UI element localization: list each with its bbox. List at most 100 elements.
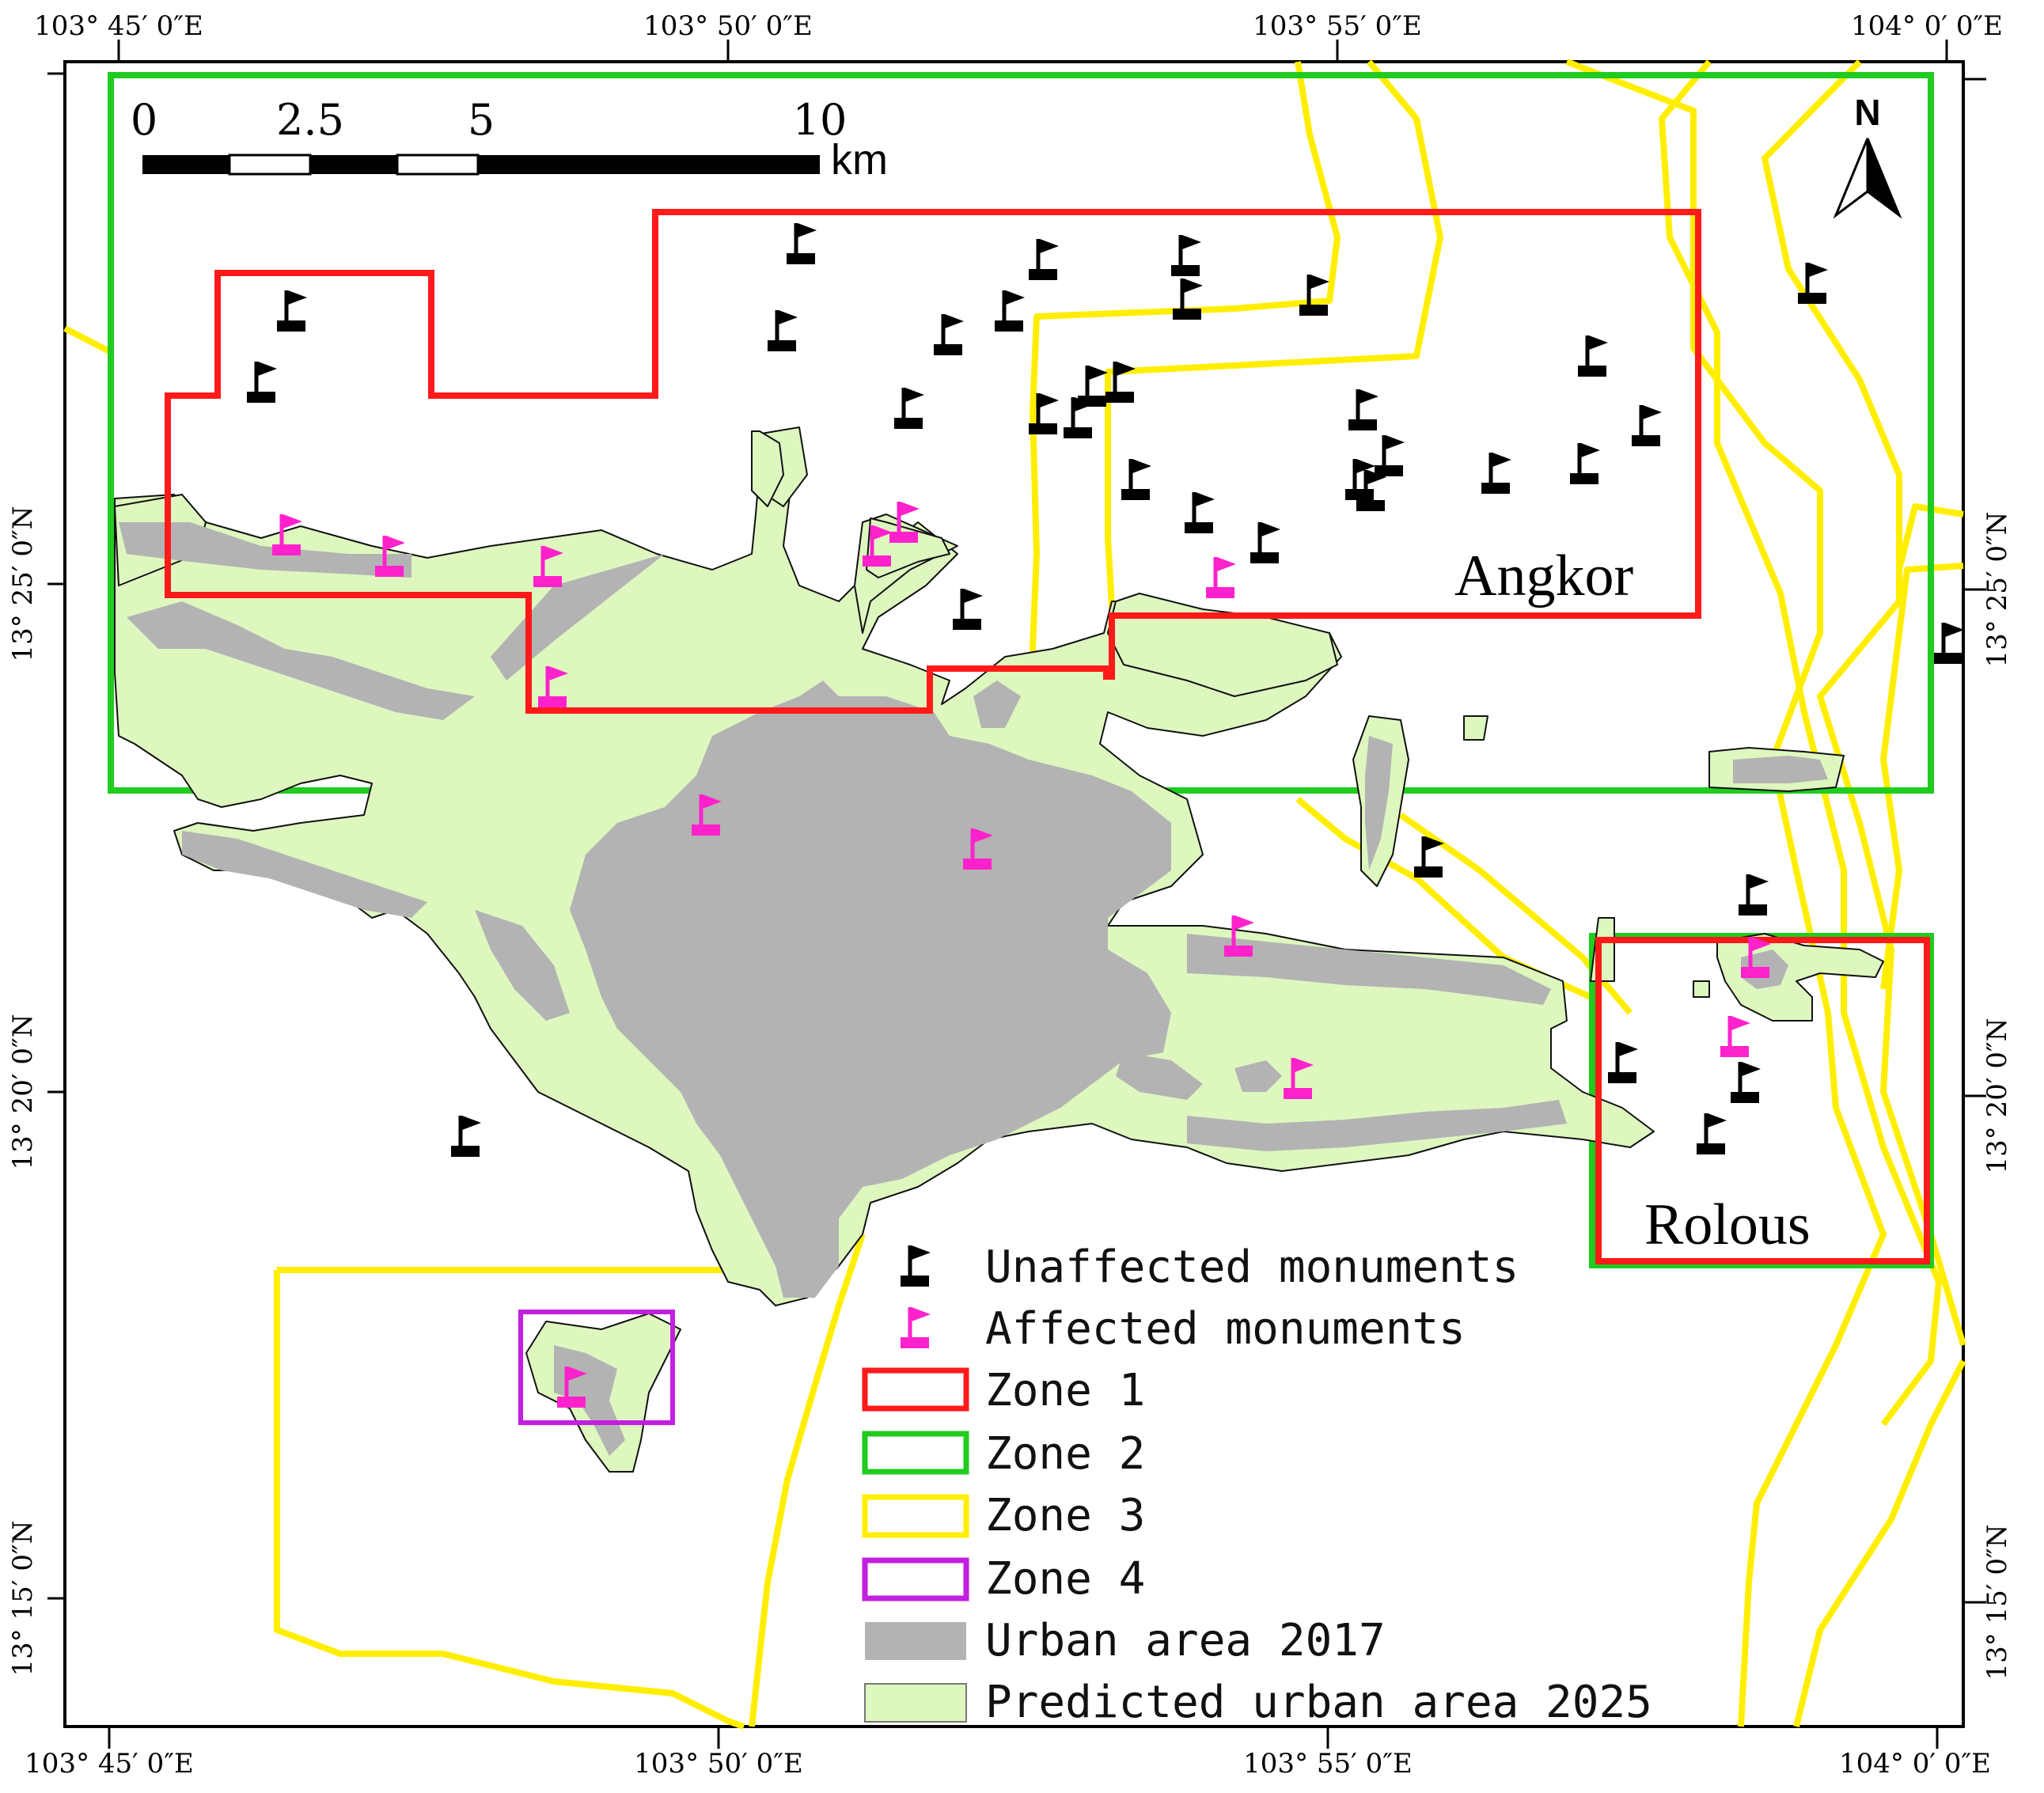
affected-monument-flag-icon [375,536,405,577]
unaffected-monument-flag-icon [995,290,1025,332]
urban-2025-patch [1107,593,1338,697]
zone3-line [274,1270,745,1730]
zone4-rect [518,1310,675,1425]
urban-2017-patch [182,831,427,918]
top-tick-label: 103° 55′ 0″E [1253,10,1422,42]
unaffected-monument-flag-icon [1375,435,1405,476]
urban-2025-patch [1693,980,1710,998]
legend-symbol-affected-flag-icon [901,1307,931,1348]
unaffected-monument-flag-icon [1250,522,1280,563]
unaffected-monument-flag-icon [1121,459,1151,500]
unaffected-monument-flag-icon [1739,874,1769,915]
legend-label: Predicted urban area 2025 [985,1677,1652,1728]
bottom-tick-labels: 103° 45′ 0″E 103° 50′ 0″E 103° 55′ 0″E 1… [25,1748,1991,1780]
scale-bar: 0 2.5 5 10 km [131,95,888,184]
urban-2017-patch [119,522,411,578]
scale-bar-segment [310,155,397,174]
unaffected-monument-flag-icon [277,290,307,332]
affected-monument-flag-icon [1720,1016,1750,1057]
left-tick-labels: 13° 25′ 0″N 13° 20′ 0″N 13° 15′ 0″N [7,506,39,1677]
zone4-boundary [518,1310,675,1425]
zone3-line [1880,563,1964,990]
scale-label: 2.5 [276,95,344,145]
urban-2017-patch [1733,756,1828,783]
zone3-line [63,325,112,355]
right-tick-label: 13° 25′ 0″N [1981,512,2013,668]
urban-2017-patch [127,601,475,720]
legend-symbol-urban-2017 [865,1622,966,1660]
graticule-ticks [47,40,1986,1749]
scale-bar-segment [478,155,820,174]
top-tick-label: 104° 0′ 0″E [1851,10,2003,42]
top-tick-labels: 103° 45′ 0″E 103° 50′ 0″E 103° 55′ 0″E 1… [34,10,2003,42]
urban-2017-patch [1234,1060,1282,1092]
affected-monuments [272,502,1771,1408]
scale-label: 5 [468,95,495,145]
scale-bar-segment [142,155,229,174]
legend-label: Urban area 2017 [985,1615,1386,1666]
north-label: N [1854,92,1880,133]
legend-label: Zone 2 [985,1428,1145,1480]
bottom-tick-label: 103° 50′ 0″E [634,1748,803,1780]
place-label-angkor: Angkor [1454,544,1633,608]
zone3-line [1030,61,1341,681]
unaffected-monument-flag-icon [1798,263,1828,304]
left-tick-label: 13° 25′ 0″N [7,506,39,662]
urban-2017-patch [1116,1052,1203,1100]
unaffected-monument-flag-icon [1029,239,1059,280]
scale-label: 10 [793,95,848,145]
legend-symbol-zone2 [862,1431,969,1475]
legend-symbol-zone4 [862,1557,969,1602]
unaffected-monument-flag-icon [1105,362,1136,403]
urban-2025-patch [1463,715,1488,741]
unaffected-monument-flag-icon [1570,443,1600,484]
left-tick-label: 13° 20′ 0″N [7,1014,39,1170]
unaffected-monument-flag-icon [1029,393,1059,434]
urban-2017-patch [491,554,665,680]
right-tick-labels: 13° 25′ 0″N 13° 20′ 0″N 13° 15′ 0″N [1981,512,2013,1681]
unaffected-monument-flag-icon [1731,1062,1761,1103]
unaffected-monument-flag-icon [1185,492,1215,533]
zone3-line [1896,503,1964,570]
zone3-boundaries [63,59,1966,1730]
zone3-line [1105,59,1443,673]
unaffected-monument-flag-icon [1697,1113,1727,1154]
bottom-tick-label: 104° 0′ 0″E [1839,1748,1991,1780]
unaffected-monument-flag-icon [1481,453,1511,494]
scale-bar-segment [228,154,312,176]
unaffected-monument-flag-icon [934,314,964,355]
zone1-boundaries [165,209,1930,1264]
unaffected-monument-flag-icon [1171,235,1201,276]
legend: Unaffected monuments Affected monuments … [862,1241,1652,1728]
legend-label: Unaffected monuments [985,1241,1519,1293]
affected-monument-flag-icon [863,525,893,567]
unaffected-monument-flag-icon [1345,459,1375,500]
affected-monument-flag-icon [538,666,568,707]
affected-monument-flag-icon [1741,937,1771,978]
unaffected-monument-flag-icon [1064,397,1094,438]
unaffected-monument-flag-icon [894,388,924,429]
legend-symbol-zone3 [862,1494,969,1538]
legend-symbol-urban-2025 [864,1683,967,1723]
zone1-rolous [1595,937,1930,1264]
unaffected-monuments [247,223,1964,1157]
urban-2017-patch [475,910,570,1021]
left-tick-label: 13° 15′ 0″N [7,1521,39,1677]
unaffected-monument-flag-icon [768,310,798,351]
zone3-line [1659,59,1942,1427]
affected-monument-flag-icon [963,828,993,870]
urban-2017-patch [1187,1100,1567,1151]
zone3-line [1793,1359,1966,1727]
north-arrow-icon: N [1833,92,1902,219]
legend-label: Zone 3 [985,1490,1145,1541]
affected-monument-flag-icon [1284,1058,1314,1099]
affected-monument-flag-icon [533,546,563,587]
affected-monument-flag-icon [692,794,722,836]
urban-2017-patch [1365,736,1393,870]
top-tick-label: 103° 45′ 0″E [34,10,203,42]
right-tick-label: 13° 15′ 0″N [1981,1525,2013,1681]
top-tick-label: 103° 50′ 0″E [643,10,813,42]
unaffected-monument-flag-icon [1608,1042,1638,1083]
legend-label: Affected monuments [985,1303,1466,1355]
